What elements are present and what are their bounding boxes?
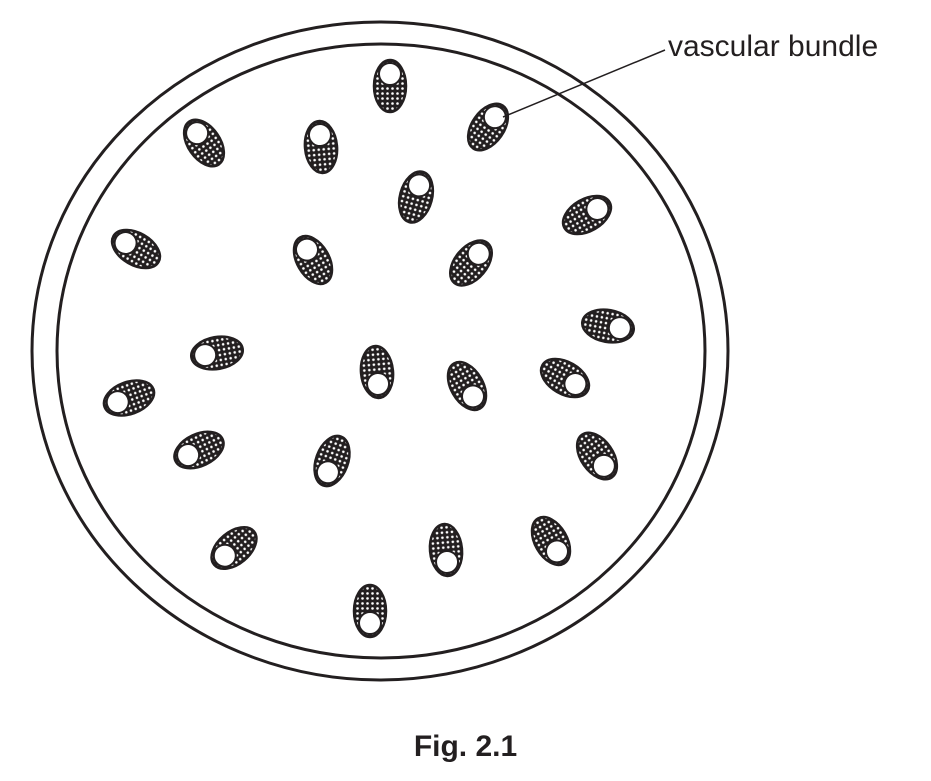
- vascular-bundle: [189, 335, 245, 371]
- xylem-region: [105, 390, 130, 415]
- vascular-bundle: [530, 515, 572, 567]
- xylem-region: [315, 460, 340, 485]
- vascular-bundle: [561, 194, 613, 236]
- vascular-bundle: [173, 430, 225, 470]
- vascular-bundle: [102, 379, 156, 417]
- xylem-region: [461, 384, 485, 409]
- vascular-bundle: [182, 118, 226, 168]
- vascular-bundle: [303, 119, 339, 175]
- vascular-bundle: [397, 170, 435, 224]
- xylem-region: [585, 197, 610, 221]
- vascular-bundle: [428, 522, 464, 578]
- vascular-bundles: [102, 58, 636, 639]
- xylem-region: [113, 231, 138, 255]
- vascular-bundle: [580, 308, 636, 344]
- xylem-region: [176, 443, 201, 468]
- phloem-region: [182, 118, 226, 168]
- xylem-region: [193, 343, 218, 368]
- xylem-region: [295, 237, 319, 262]
- xylem-region: [482, 105, 507, 130]
- xylem-region: [366, 371, 391, 396]
- figure-caption: Fig. 2.1: [413, 730, 518, 763]
- vascular-bundle: [466, 102, 510, 152]
- xylem-region: [466, 241, 491, 266]
- vascular-bundle: [210, 526, 258, 570]
- vascular-bundle: [446, 360, 488, 412]
- vascular-bundle: [372, 58, 408, 114]
- xylem-region: [185, 121, 210, 146]
- xylem-region: [563, 372, 588, 396]
- xylem-region: [591, 453, 616, 478]
- vascular-bundle-label: vascular bundle: [668, 30, 879, 63]
- xylem-region: [358, 611, 382, 635]
- xylem-region: [545, 539, 569, 564]
- vascular-bundle: [292, 234, 334, 286]
- xylem-region: [607, 316, 632, 341]
- vascular-bundle: [449, 239, 493, 287]
- epidermis-outer-ring: [30, 20, 730, 682]
- xylem-region: [435, 549, 460, 574]
- vascular-bundle: [359, 344, 395, 400]
- vascular-bundle: [575, 431, 619, 481]
- xylem-region: [212, 543, 237, 568]
- vascular-bundle: [110, 228, 162, 270]
- epidermis-inner-ring: [55, 42, 707, 660]
- vascular-bundle: [313, 434, 351, 488]
- label-leader-line: [502, 49, 666, 118]
- vascular-bundle: [352, 583, 388, 639]
- vascular-bundle: [539, 357, 591, 399]
- xylem-region: [407, 173, 432, 198]
- xylem-region: [378, 62, 402, 86]
- xylem-region: [307, 123, 332, 148]
